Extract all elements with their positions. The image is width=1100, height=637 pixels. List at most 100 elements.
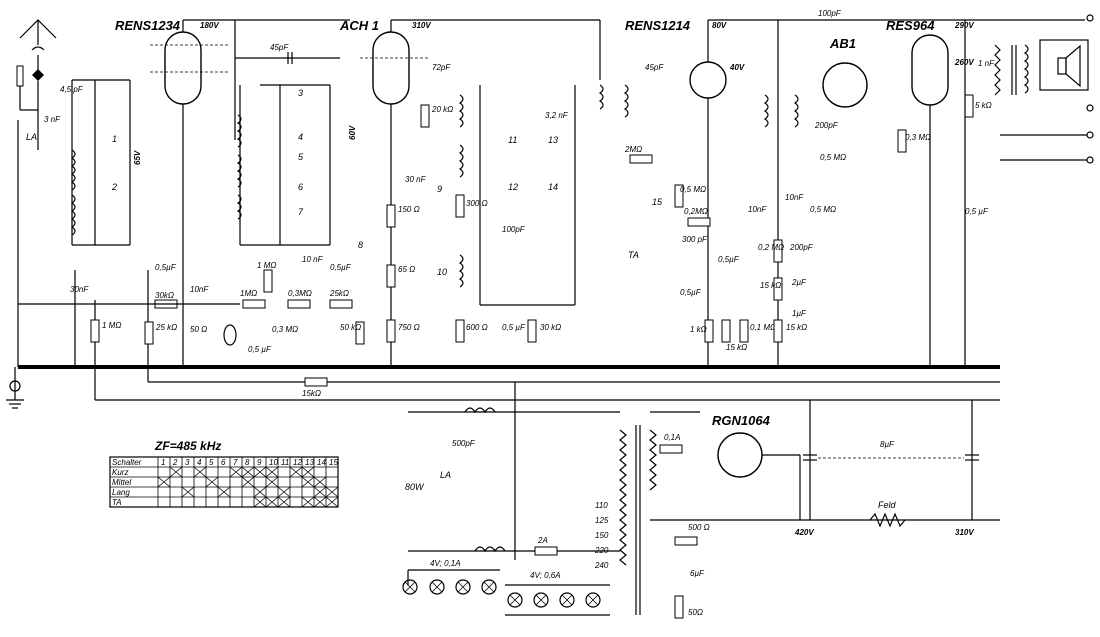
switch-table-col: 3 [185,458,190,467]
switch-table-col: 13 [305,458,314,467]
switch-6-label: 6 [298,182,303,192]
output-transformer [994,44,1029,96]
switch-7-label: 7 [298,207,304,217]
switch-table-col: 5 [209,458,214,467]
power-label: 80W [405,482,425,492]
switch-11-label: 11 [508,135,517,145]
c3nf-label: 3 nF [44,115,61,124]
rf-coils [236,84,331,246]
tap-150-label: 150 [595,531,609,540]
tube-rens1234-voltage: 180V [200,21,219,30]
switch-table-row-label: TA [112,498,122,507]
tap-240-label: 240 [594,561,609,570]
c100pf-mid-label: 100pF [502,225,526,234]
c500pf-label: 500pF [452,439,476,448]
r65-label: 65 Ω [398,265,415,274]
c05uf-b-label: 0,5 µF [248,345,272,354]
r15k-bot-label: 15kΩ [302,389,321,398]
lamp2-label: 4V; 0,6A [530,571,561,580]
tube-ach1 [372,31,410,105]
tube-rgn1064 [717,432,763,478]
switch-table-mark [277,486,291,498]
tube-rens1214 [689,61,727,99]
ta-label: TA [628,250,639,260]
switch-table-col: 2 [172,458,178,467]
tube-res964-label: RES964 [886,18,935,33]
tube-res964-voltage: 290V [954,21,974,30]
switch-table-col: 6 [221,458,226,467]
c72pf-label: 72pF [432,63,451,72]
tube-ab1-label: AB1 [829,36,856,51]
c10nf-a-label: 10nF [190,285,209,294]
tube-rens1214-label: RENS1214 [625,18,691,33]
r25k-b-label: 25kΩ [329,289,349,298]
switch-table-mark [265,466,279,478]
cap8-label: 8µF [880,440,895,449]
c45pf-a-label: 45pF [270,43,289,52]
switch-table-mark [289,466,303,478]
switch-table-mark [325,486,339,498]
r20k-label: 20 kΩ [431,105,453,114]
r05m-c-label: 0,5 MΩ [810,205,836,214]
tube-rens1214-voltage: 80V [712,21,727,30]
switch-5-label: 5 [298,152,304,162]
fuse01-label: 0,1A [664,433,680,442]
v420-label: 420V [794,528,814,537]
c10nf-b-label: 10 nF [302,255,324,264]
switch-table-mark [313,476,327,488]
v65-label: 65V [133,150,142,165]
c45pf-c-label: 45pF [645,63,664,72]
switch-10-label: 10 [437,267,447,277]
switch-table-col: 7 [233,458,238,467]
r1m-a-label: 1 MΩ [102,321,121,330]
tube-rens1214-cathode: 40V [729,63,745,72]
switch-table-col: 1 [161,458,165,467]
c30nf-b-label: 30 nF [405,175,427,184]
switch-table-mark [193,466,207,478]
input-coils [70,79,131,246]
switch-table-row-label: Lang [112,488,130,497]
c05uf-f-label: 0,5µF [680,288,702,297]
r03m-a-label: 0,3MΩ [288,289,312,298]
fuse-label: 2A [537,536,548,545]
if-frequency-label: ZF=485 kHz [154,439,221,453]
r05m-a-label: 0,5 MΩ [680,185,706,194]
switch-table-mark [181,486,195,498]
tap-110-label: 110 [595,501,608,510]
tap-125-label: 125 [595,516,609,525]
r50ohm-label: 50Ω [688,608,703,617]
switch-table-mark [277,496,291,508]
r15k-a-label: 15 kΩ [726,343,747,352]
r1m-b-label: 1 MΩ [257,261,276,270]
switch-14-label: 14 [548,182,558,192]
r500-label: 500 Ω [688,523,710,532]
r1k-label: 1 kΩ [690,325,707,334]
switch-table-mark [217,486,231,498]
tube-rens1234-label: RENS1234 [115,18,181,33]
r300-label: 300 Ω [466,199,488,208]
c05uf-a-label: 0,5µF [155,263,177,272]
c10nf-d-label: 10nF [785,193,804,202]
r50-label: 50 Ω [190,325,207,334]
r25k-a-label: 25 kΩ [155,323,177,332]
la-bottom-label: LA [440,470,451,480]
tube-ach1-label: ACH 1 [339,18,379,33]
switch-table-col: 10 [269,458,278,467]
c10nf-c-label: 10nF [748,205,767,214]
switch-table-col: 15 [329,458,338,467]
c1uf-label: 1µF [792,309,807,318]
c05uf-g-label: 0,5 µF [965,207,989,216]
switch-table-mark [157,476,171,488]
r02m-label: 0,2MΩ [684,207,708,216]
switch-table-mark [325,496,339,508]
switch-1-label: 1 [112,134,117,144]
r600-label: 600 Ω [466,323,488,332]
switch-table-mark [253,496,267,508]
if-coils [458,85,576,306]
r50k-label: 50 kΩ [340,323,361,332]
switch-table-mark [301,466,315,478]
switch-table-mark [313,486,327,498]
r30k-label: 30kΩ [155,291,174,300]
c2uf-label: 2µF [791,278,807,287]
c05uf-e-label: 0,5µF [718,255,740,264]
